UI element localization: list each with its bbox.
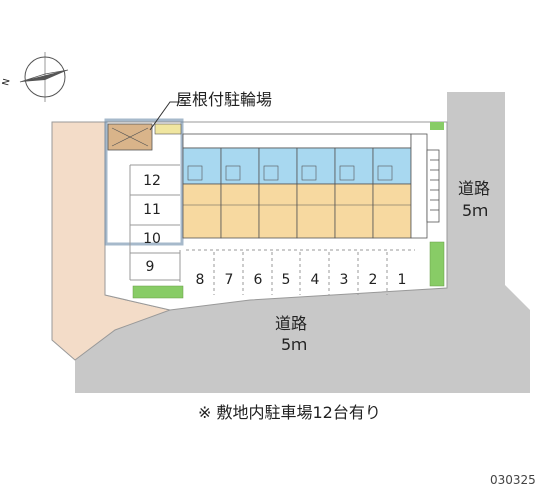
bike-parking-leader <box>149 101 180 131</box>
greenery-bottom <box>132 285 184 299</box>
bike-shed-frame <box>104 118 184 246</box>
parking-slot-6: 6 <box>253 272 263 288</box>
room-details <box>183 165 411 206</box>
parking-slot-1: 1 <box>397 272 407 288</box>
parking-slot-11: 11 <box>143 202 161 218</box>
parking-slot-7: 7 <box>224 272 234 288</box>
parking-slot-4: 4 <box>310 272 320 288</box>
greenery-top <box>430 122 444 130</box>
parking-slot-8: 8 <box>195 272 205 288</box>
building-roof <box>182 133 412 149</box>
image-code: 030325 <box>490 473 536 487</box>
road-bottom-name: 道路 <box>275 314 308 333</box>
parking-note: ※ 敷地内駐車場12台有り <box>198 403 381 422</box>
road-right-name: 道路 <box>458 179 491 198</box>
road-bottom-width: 5ｍ <box>281 335 308 354</box>
bike-parking-label: 屋根付駐輪場 <box>176 90 273 109</box>
parking-slot-5: 5 <box>281 272 291 288</box>
building <box>182 133 440 239</box>
parking-slot-12: 12 <box>143 173 161 189</box>
parking-lines-bottom <box>186 249 415 295</box>
parking-lines-left <box>129 164 181 282</box>
compass-icon <box>19 52 69 102</box>
road-bottom <box>75 288 530 393</box>
parking-slot-2: 2 <box>368 272 378 288</box>
parking-slot-10: 10 <box>143 231 161 247</box>
parking-slot-3: 3 <box>339 272 349 288</box>
road-right-width: 5ｍ <box>462 201 489 220</box>
greenery-right <box>429 241 445 287</box>
parking-slot-9: 9 <box>145 259 155 275</box>
